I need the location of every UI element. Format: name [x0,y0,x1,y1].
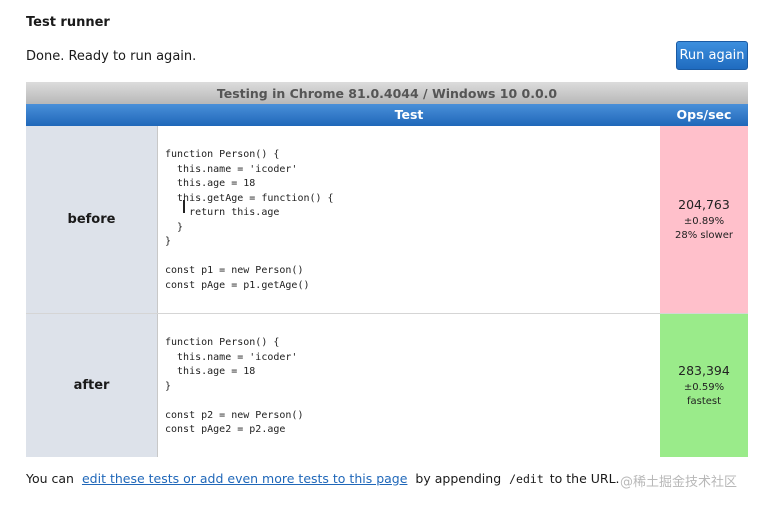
test-code[interactable]: function Person() { this.name = 'icoder'… [158,314,660,457]
footer-text: You can edit these tests or add even mor… [26,471,620,486]
watermark: @稀土掘金技术社区 [620,475,738,490]
footer-suffix: to the URL. [549,471,620,486]
code-line: } [165,221,184,233]
table-row-before: before function Person() { this.name = '… [26,126,748,314]
ops-value: 204,763 [678,196,730,212]
code-line: this.name = 'icoder' [165,163,298,175]
code-line: const pAge = p1.getAge() [165,279,310,291]
ops-comparison: 28% slower [675,229,733,241]
ops-cell: 204,763 ±0.89% 28% slower [660,126,748,313]
results-table: Testing in Chrome 81.0.4044 / Windows 10… [26,82,748,457]
header-ops: Ops/sec [676,107,732,122]
run-again-button[interactable]: Run again [676,41,748,70]
page-title: Test runner [26,15,110,30]
ops-comparison: fastest [686,395,722,407]
ops-cell: 283,394 ±0.59% fastest [660,314,748,457]
code-line: function Person() { [165,149,280,160]
code-line: const p2 = new Person() [165,409,304,421]
table-row-after: after function Person() { this.name = 'i… [26,314,748,457]
footer-middle: by appending [415,471,502,486]
code-line: this.age = 18 [165,366,256,377]
test-code[interactable]: function Person() { this.name = 'icoder'… [158,126,660,313]
browser-info-bar: Testing in Chrome 81.0.4044 / Windows 10… [26,82,748,104]
code-line: this.name = 'icoder' [165,351,298,363]
ops-value: 283,394 [678,362,730,378]
header-blank [26,104,158,126]
code-line: this.age = 18 [165,178,256,189]
text-cursor-icon [183,200,185,213]
test-name: after [26,314,158,457]
code-line: return this.age [165,207,280,218]
edit-tests-link[interactable]: edit these tests or add even more tests … [81,471,408,486]
table-header: Test Ops/sec [26,104,748,126]
code-line: const p1 = new Person() [165,265,304,276]
code-line: this.getAge = function() { [165,192,334,204]
footer-prefix: You can [26,471,74,486]
code-line: function Person() { [165,337,280,348]
code-line [165,394,660,409]
code-line: } [165,236,172,247]
ops-error: ±0.89% [683,215,725,227]
code-line: const pAge2 = p2.age [165,424,286,435]
test-name: before [26,126,158,313]
header-test: Test [394,107,424,122]
ops-error: ±0.59% [683,381,725,393]
status-text: Done. Ready to run again. [26,49,197,64]
footer-code: /edit [509,472,544,486]
code-line: } [165,380,172,392]
code-line [165,250,660,265]
